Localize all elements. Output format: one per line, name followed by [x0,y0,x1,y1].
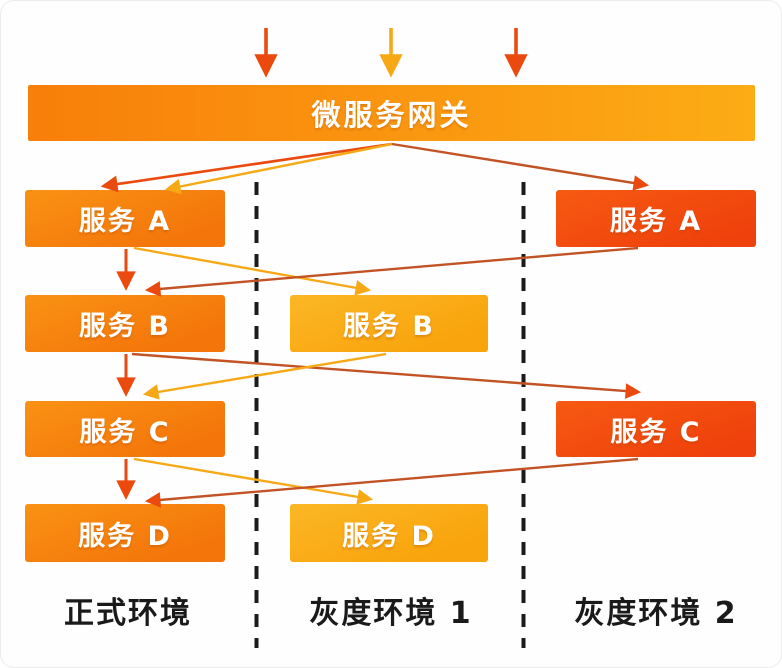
gateway-bar: 微服务网关 [28,85,755,141]
service-label: 服务 C [610,416,702,448]
service-label: 服务 B [79,311,171,342]
env-label-gray1: 灰度环境 1 [309,596,473,631]
edge-gateway-to-prod-a [100,142,393,193]
edge-gateway-to-prod-a-amber [164,142,393,195]
service-label: 服务 A [78,206,172,237]
service-box-gray2-a: 服务 A [556,190,756,247]
service-box-gray1-b: 服务 B [290,295,488,352]
service-label: 服务 C [79,416,171,448]
service-box-prod-a: 服务 A [25,190,225,247]
edge-gray2-a-to-prod-b [144,246,639,297]
service-label: 服务 A [609,206,703,237]
service-box-prod-d: 服务 D [25,504,225,562]
env-label-production: 正式环境 [64,596,192,631]
service-box-prod-b: 服务 B [25,295,225,352]
edge-prod-a-to-gray1-b [133,246,372,296]
edge-gray1-b-to-prod-c [142,352,387,400]
service-label: 服务 D [78,520,172,552]
edge-prod-c-to-gray1-d [133,457,374,505]
gateway-label: 微服务网关 [311,98,472,132]
edge-gray2-c-to-prod-d [144,457,639,508]
env-label-gray2: 灰度环境 2 [574,596,738,631]
service-box-gray1-d: 服务 D [290,504,488,562]
edge-gateway-to-gray2-a [391,142,650,191]
service-label: 服务 D [342,520,436,552]
service-box-prod-c: 服务 C [25,401,225,457]
service-box-gray2-c: 服务 C [556,401,756,457]
service-label: 服务 B [343,311,435,342]
edge-prod-b-to-gray2-c [131,352,642,399]
